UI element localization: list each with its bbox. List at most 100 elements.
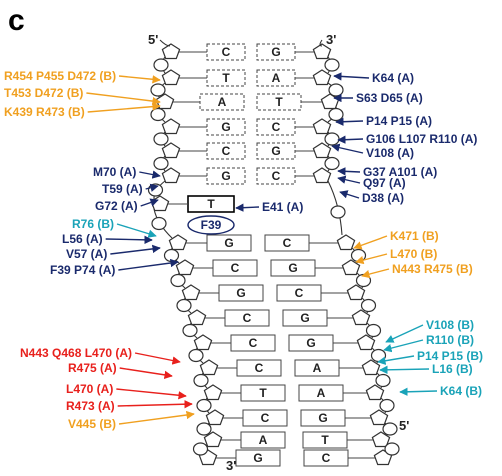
residue-label-right: K471 (B) [390,229,439,243]
phosphate-left [188,348,204,363]
residue-label-left: L56 (A) [62,232,103,246]
strand-tail [159,39,171,47]
phosphate-left [151,216,167,231]
residue-label-left: F39 P74 (A) [50,263,115,277]
phosphate-right [384,442,400,456]
phosphate-left [182,323,198,338]
flipped-base-oval [187,215,235,235]
residue-label-left: M70 (A) [93,165,136,179]
residue-label-left: T59 (A) [102,182,143,196]
contact-arrow [116,388,187,400]
residue-label-right: V108 (B) [426,318,474,332]
residue-label-right: G37 A101 (A) [363,165,437,179]
contact-arrow [134,352,181,365]
residue-label-right: Q97 (A) [363,176,406,190]
base-letter-right: T [321,433,329,447]
base-letter-right: C [272,169,281,183]
residue-label-right: P14 P15 (A) [366,114,432,128]
residue-label-left: R454 P455 D472 (B) [4,69,116,83]
strand-end-bottom-right: 5' [399,418,409,433]
sugar-right [312,118,332,135]
base-letter-right: G [288,261,297,275]
sugar-right [365,384,385,401]
strand-tail [319,39,323,47]
contact-arrow [116,223,157,238]
base-letter-right: C [295,286,304,300]
sugar-right [371,431,391,448]
phosphate-left [196,422,212,436]
base-letter-left: C [231,261,240,275]
base-letter-right: A [317,386,326,400]
phosphate-left [147,183,164,197]
phosphate-left [163,248,180,263]
base-letter-left: G [236,286,245,300]
phosphate-right [328,107,344,122]
sugar-right [312,43,332,60]
contact-arrow [105,235,153,245]
phosphate-right [324,132,340,146]
phosphate-right [375,373,391,388]
base-letter-left: C [249,336,258,350]
residue-label-right: N443 R475 (B) [392,262,473,276]
contact-arrow [399,387,438,396]
contact-arrow [331,143,364,154]
phosphate-right [324,58,340,72]
base-letter-left: C [222,144,231,158]
phosphate-right [370,348,387,363]
sugar-right [312,142,332,159]
strand-end-top-left: 5' [148,32,158,47]
residue-label-left: L470 (A) [66,382,113,396]
residue-label-right: E41 (A) [262,200,303,214]
phosphate-left [193,373,209,388]
contact-arrow [118,75,161,84]
base-letter-right: A [272,71,281,85]
phosphate-left [170,273,186,288]
base-letter-left: T [222,71,230,85]
base-letter-left: G [221,120,230,134]
contact-arrow [110,244,161,255]
flipped-base-label: F39 [201,218,222,232]
base-letter-right: G [306,336,315,350]
residue-label-left: R475 (A) [68,361,117,375]
sugar-right [336,234,356,251]
base-letter-left: A [259,433,268,447]
contact-arrow [117,400,193,409]
sugar-left [161,69,181,86]
contact-arrow [86,92,161,106]
residue-label-left: K439 R473 (B) [4,105,85,119]
phosphate-right [328,83,344,97]
base-letter-left: T [207,197,215,211]
base-letter-right: A [313,361,322,375]
contact-arrow [335,117,364,126]
contact-arrows [86,72,438,425]
contact-arrow [119,367,173,380]
contact-arrow [118,410,195,425]
sugar-right [351,309,371,326]
sugar-left [161,142,181,159]
contact-arrow [385,324,424,343]
strand-end-bottom-left: 3' [226,458,236,473]
sugar-left [181,284,201,301]
sugar-left [175,259,195,276]
phosphate-right [379,398,395,413]
base-letter-left: G [253,451,262,465]
residue-label-right: K64 (B) [440,384,482,398]
residue-label-right: S63 D65 (A) [356,91,423,105]
sugar-left [161,118,181,135]
phosphate-left [150,83,166,97]
sugar-left [199,359,219,376]
contact-arrow [353,235,388,250]
residue-label-right: G106 L107 R110 (A) [366,132,477,146]
contact-arrow [361,268,390,279]
sugar-right [369,409,389,426]
base-letter-right: G [271,45,280,59]
phosphate-right [360,298,377,313]
base-letter-left: C [261,411,270,425]
contact-arrow [339,190,360,199]
contact-arrow [139,170,161,179]
phosphate-right [324,156,340,171]
base-letter-left: A [218,95,227,109]
